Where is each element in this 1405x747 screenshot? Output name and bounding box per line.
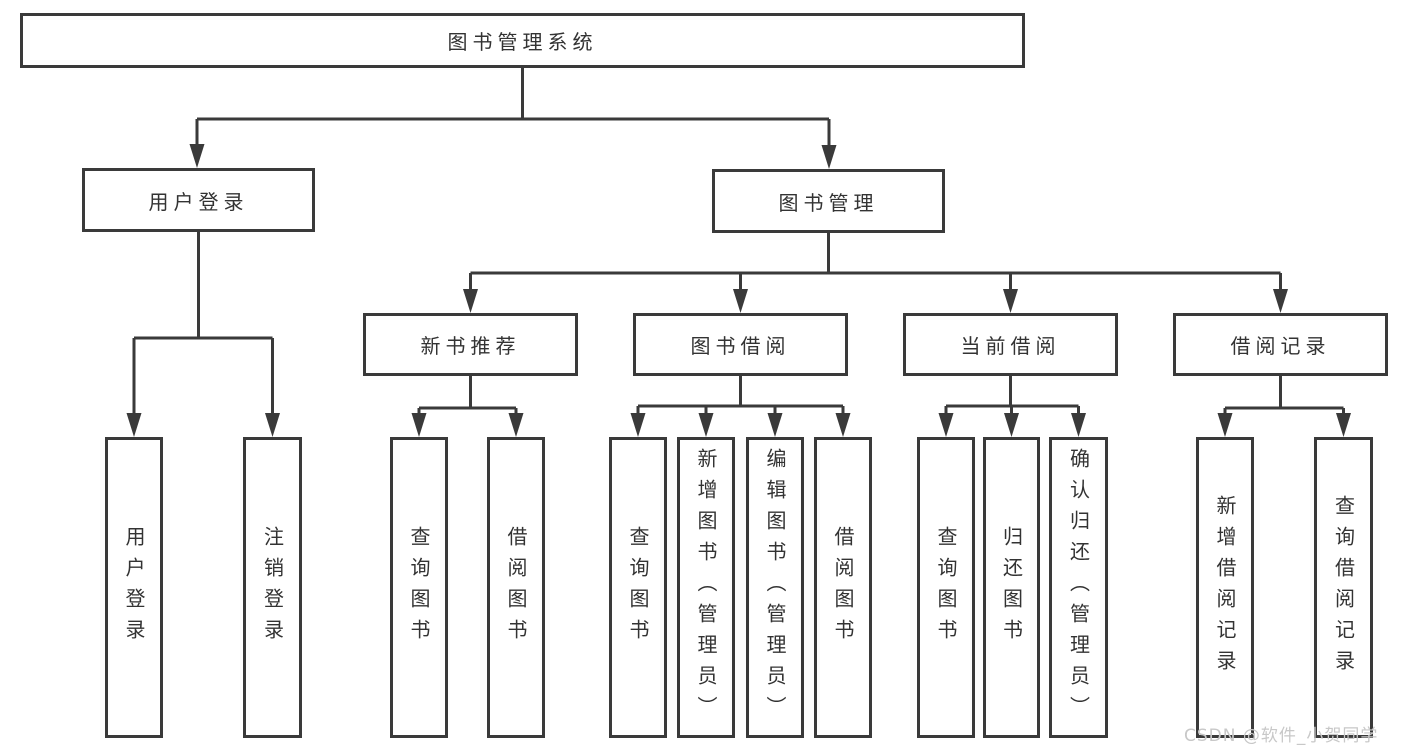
leaf-query-books-recommend: 查询图书 — [390, 437, 448, 738]
leaf-logout-label: 注销登录 — [260, 525, 285, 650]
leaf-query-books-recommend-label: 查询图书 — [407, 525, 431, 650]
connector-login — [132, 232, 274, 416]
leaf-add-borrow-record-label: 新增借阅记录 — [1213, 494, 1237, 681]
node-root-system: 图书管理系统 — [20, 13, 1025, 68]
leaf-return-books-label: 归还图书 — [999, 525, 1024, 650]
leaf-query-borrow-record-label: 查询借阅记录 — [1331, 494, 1356, 681]
leaf-query-books-current-label: 查询图书 — [934, 525, 958, 650]
leaf-query-borrow-record: 查询借阅记录 — [1314, 437, 1373, 738]
arrowheads — [126, 144, 1351, 437]
leaf-user-login-label: 用户登录 — [122, 525, 146, 650]
connector-management — [469, 233, 1282, 292]
leaf-confirm-return-admin-label: 确认归还（管理员） — [1066, 448, 1091, 727]
leaf-query-books-borrow: 查询图书 — [609, 437, 667, 738]
connector-records — [1223, 376, 1345, 416]
leaf-borrow-books-recommend: 借阅图书 — [487, 437, 545, 738]
node-book-borrowing: 图书借阅 — [633, 313, 848, 376]
node-borrowing-records: 借阅记录 — [1173, 313, 1388, 376]
connector-borrow — [636, 376, 845, 416]
leaf-confirm-return-admin: 确认归还（管理员） — [1049, 437, 1108, 738]
leaf-query-books-borrow-label: 查询图书 — [626, 525, 650, 650]
leaf-add-borrow-record: 新增借阅记录 — [1196, 437, 1254, 738]
node-user-login: 用户登录 — [82, 168, 315, 232]
leaf-borrow-books-borrow: 借阅图书 — [814, 437, 872, 738]
leaf-edit-book-admin: 编辑图书（管理员） — [746, 437, 804, 738]
leaf-borrow-books-borrow-label: 借阅图书 — [831, 525, 855, 650]
leaf-edit-book-admin-label: 编辑图书（管理员） — [763, 448, 787, 727]
leaf-user-login: 用户登录 — [105, 437, 163, 738]
connector-recommend — [417, 376, 518, 416]
leaf-return-books: 归还图书 — [983, 437, 1040, 738]
leaf-add-book-admin: 新增图书（管理员） — [677, 437, 735, 738]
connector-root — [195, 68, 831, 148]
node-book-management: 图书管理 — [712, 169, 945, 233]
leaf-borrow-books-recommend-label: 借阅图书 — [504, 525, 528, 650]
leaf-add-book-admin-label: 新增图书（管理员） — [694, 448, 718, 727]
leaf-query-books-current: 查询图书 — [917, 437, 975, 738]
csdn-watermark: CSDN @软件_小贺同学 — [1184, 726, 1379, 746]
node-new-book-recommendation: 新书推荐 — [363, 313, 578, 376]
connector-current — [944, 376, 1080, 416]
leaf-logout: 注销登录 — [243, 437, 302, 738]
node-current-borrowing: 当前借阅 — [903, 313, 1118, 376]
